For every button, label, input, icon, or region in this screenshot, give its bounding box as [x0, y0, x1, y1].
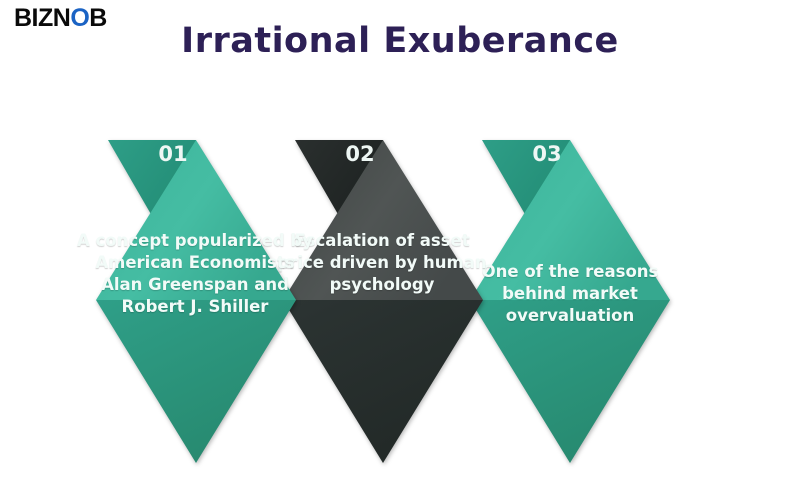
logo-suffix: B — [89, 4, 107, 32]
biznob-logo: BIZNOB — [14, 6, 107, 31]
logo-prefix: BIZN — [14, 4, 71, 32]
page-title: Irrational Exuberance — [181, 21, 619, 61]
step-number-03: 03 — [532, 142, 562, 166]
step-number-01: 01 — [158, 142, 188, 166]
diamond-shape-01 — [96, 140, 296, 463]
diamond-upper-03 — [470, 140, 670, 300]
diamond-shape-02 — [283, 140, 483, 463]
diamond-lower-02 — [283, 300, 483, 463]
step-text-02: Escalation of asset price driven by huma… — [277, 231, 487, 294]
step-text-03: One of the reasons behind market overval… — [481, 262, 659, 325]
step-card-02[interactable]: 02 Escalation of asset price driven by h… — [277, 138, 487, 468]
step-text-01: A concept popularized by American Econom… — [77, 231, 313, 316]
diamond-lower-03 — [470, 300, 670, 463]
diamond-shape-03 — [470, 140, 670, 463]
step-card-03[interactable]: 03 One of the reasons behind market over… — [464, 138, 674, 468]
diamond-lower-01 — [96, 300, 296, 463]
step-card-01[interactable]: 01 A concept popularized by American Eco… — [77, 138, 313, 468]
diamond-upper-02 — [283, 140, 483, 300]
diamond-upper-01 — [96, 140, 296, 300]
step-number-02: 02 — [345, 142, 375, 166]
logo-accent-letter: O — [70, 4, 90, 32]
